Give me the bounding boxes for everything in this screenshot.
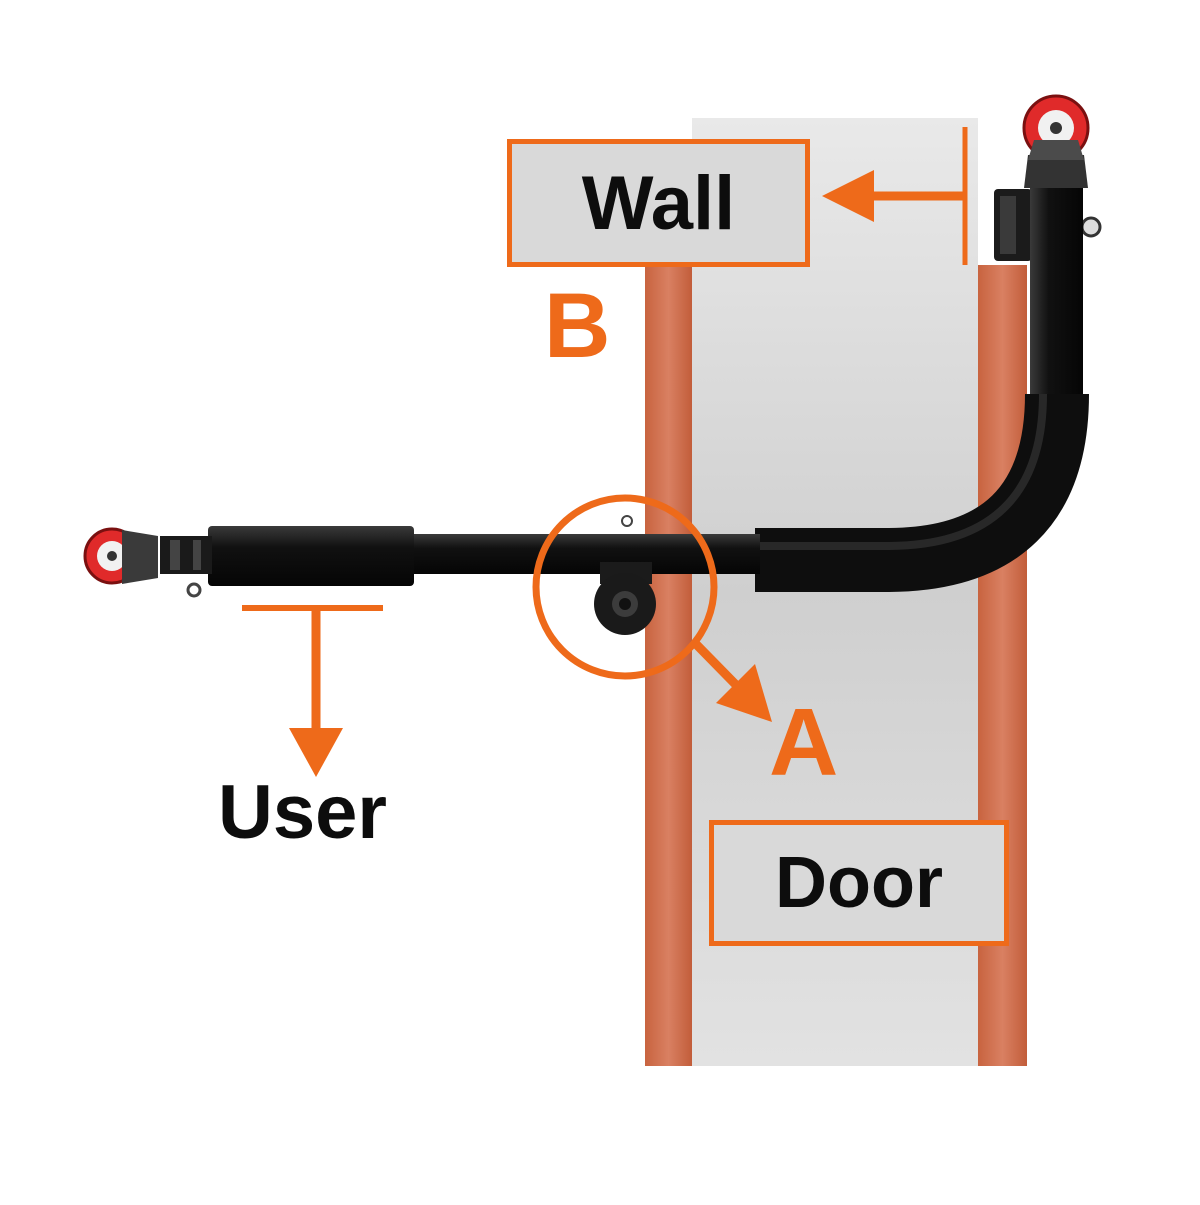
door-knob-icon	[594, 515, 656, 635]
label-b: B	[544, 275, 611, 377]
top-wheel-icon	[1022, 94, 1090, 188]
left-wheel-icon	[83, 527, 158, 585]
arrow-a-icon	[689, 637, 772, 722]
wall-bracket	[994, 189, 1102, 261]
door-label: Door	[709, 820, 1009, 946]
wall-arrow-icon	[822, 127, 968, 265]
user-arrow-icon	[242, 605, 383, 777]
label-a: A	[769, 689, 839, 796]
callout-circle	[532, 494, 718, 680]
pull-up-bar	[160, 178, 1089, 598]
user-label: User	[218, 770, 387, 855]
wall-label: Wall	[507, 139, 810, 267]
